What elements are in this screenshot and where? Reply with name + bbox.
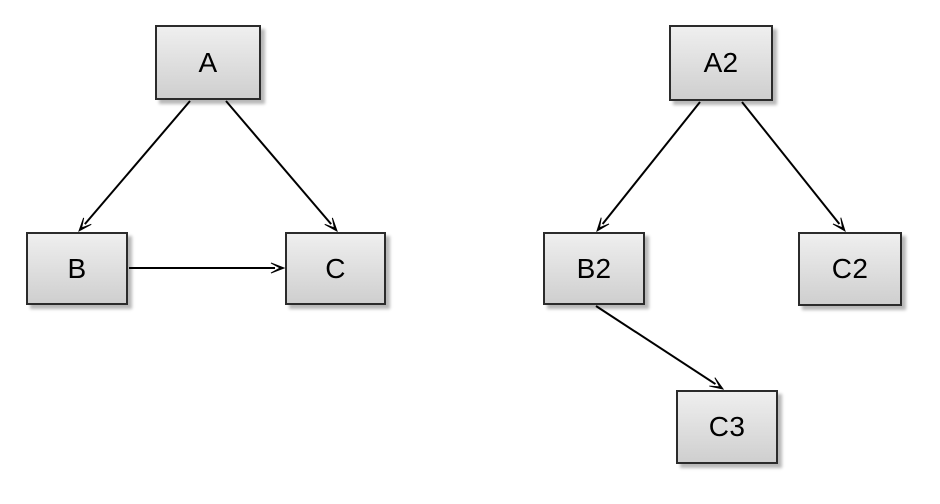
node-label-b: B <box>67 252 87 284</box>
node-c3[interactable]: C3 <box>676 390 778 464</box>
edge-line <box>595 305 717 385</box>
node-b[interactable]: B <box>26 232 128 305</box>
edge-line <box>601 101 701 225</box>
edge-arrowhead <box>270 262 286 274</box>
node-label-b2: B2 <box>576 252 612 284</box>
node-label-a: A <box>198 46 218 78</box>
node-a2[interactable]: A2 <box>669 25 773 101</box>
node-label-c3: C3 <box>708 411 746 442</box>
node-a[interactable]: A <box>155 25 261 100</box>
node-label-c2: C2 <box>831 253 869 284</box>
edge-line <box>84 100 191 225</box>
node-label-a2: A2 <box>703 47 739 78</box>
edge-a-c[interactable] <box>225 100 338 233</box>
edge-arrowhead <box>832 217 846 233</box>
edge-line <box>741 101 841 225</box>
edge-line <box>225 100 332 225</box>
edge-arrowhead <box>596 217 610 233</box>
edge-b2-c3[interactable] <box>595 305 725 390</box>
edge-a-b[interactable] <box>78 100 191 233</box>
edge-b-c[interactable] <box>129 262 286 274</box>
edge-arrowhead <box>709 377 725 390</box>
edge-a2-c2[interactable] <box>741 101 846 233</box>
node-label-c: C <box>325 252 346 284</box>
edge-a2-b2[interactable] <box>596 101 701 233</box>
edge-arrowhead <box>78 217 92 233</box>
edge-arrowhead <box>324 217 338 233</box>
node-c2[interactable]: C2 <box>798 232 902 306</box>
node-b2[interactable]: B2 <box>543 232 645 305</box>
node-c[interactable]: C <box>285 232 386 305</box>
